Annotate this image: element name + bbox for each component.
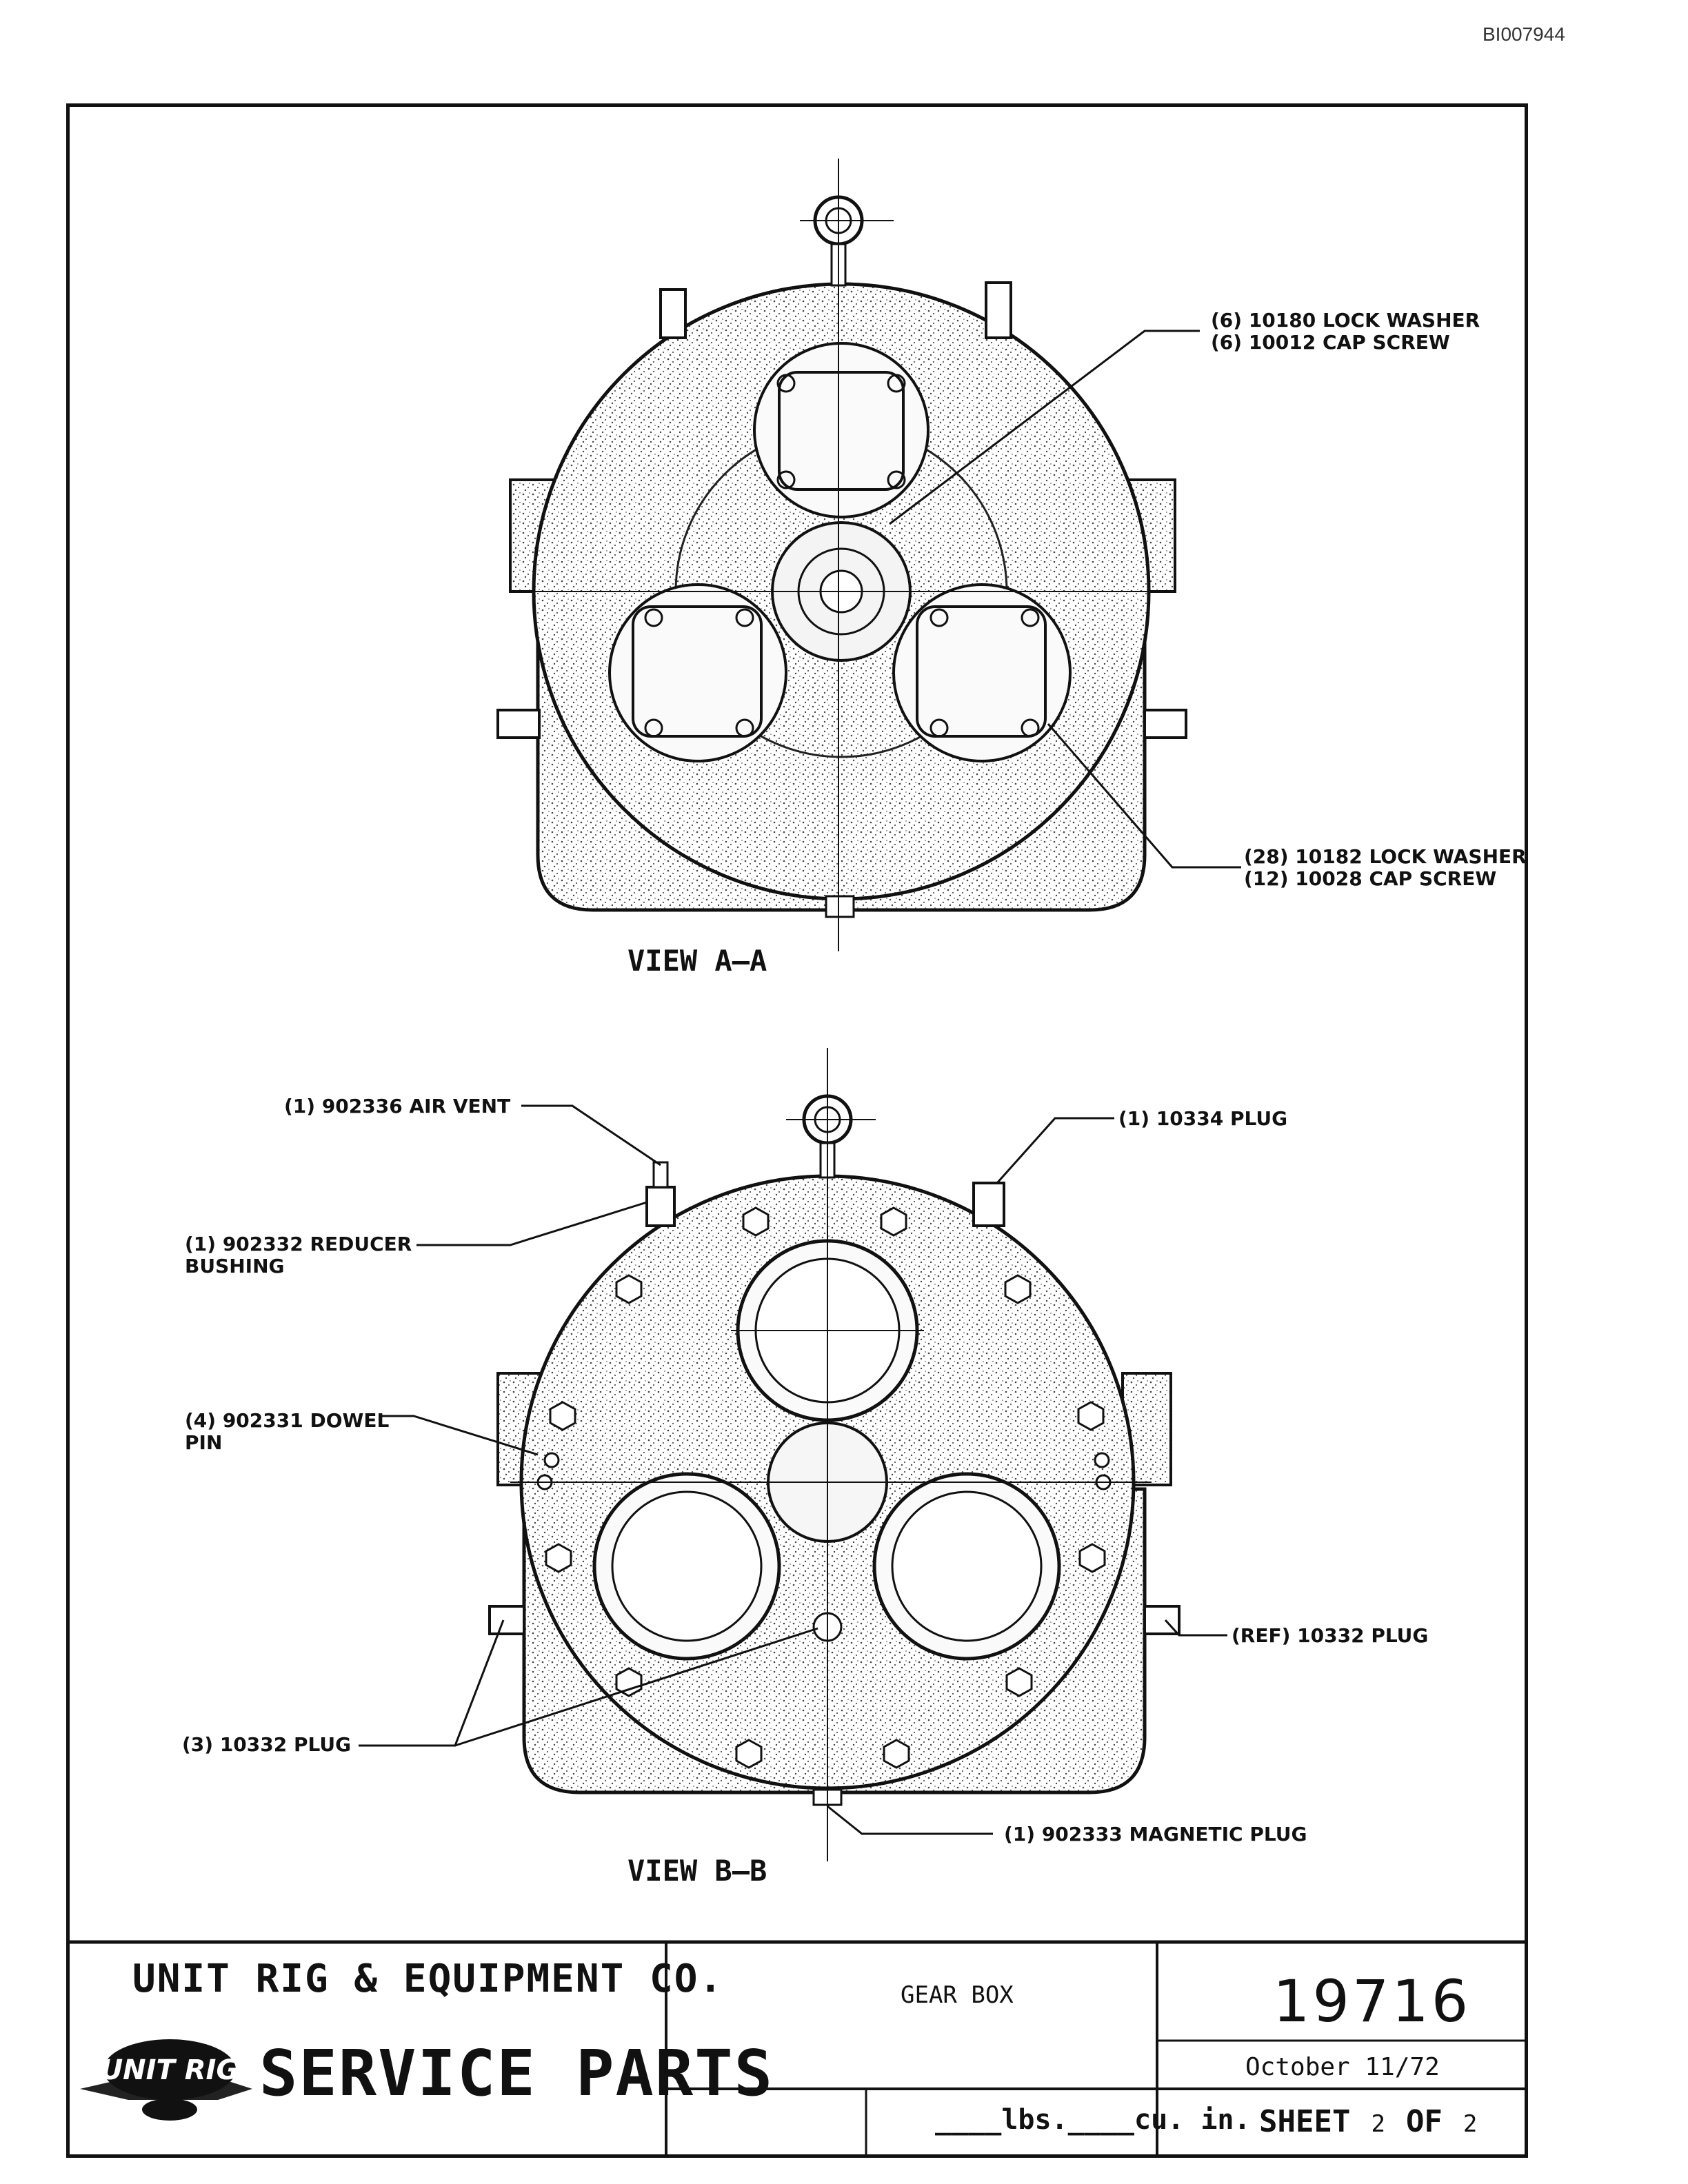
callout-air-vent: (1) 902336 AIR VENT bbox=[284, 1095, 510, 1118]
callout-lock-washer-10180-line1: (6) 10180 LOCK WASHER bbox=[1211, 309, 1480, 332]
sheet-label: SHEET bbox=[1259, 2104, 1351, 2139]
callout-ref-plug: (REF) 10332 PLUG bbox=[1232, 1624, 1428, 1647]
view-b-title: VIEW B–B bbox=[627, 1854, 767, 1888]
callout-reducer-bushing-line2: BUSHING bbox=[185, 1255, 285, 1277]
weight-field: ____lbs.____cu. in. bbox=[935, 2104, 1251, 2136]
callout-lock-washer-10182-line1: (28) 10182 LOCK WASHER bbox=[1244, 845, 1527, 868]
callout-dowel-pin-line1: (4) 902331 DOWEL bbox=[185, 1409, 390, 1432]
unit-rig-logo: UNIT RIG bbox=[80, 2039, 252, 2121]
title-block: UNIT RIG & EQUIPMENT CO. UNIT RIG SERVIC… bbox=[66, 1940, 1528, 2158]
sheet-number: 2 bbox=[1371, 2110, 1385, 2138]
sheet-total: 2 bbox=[1463, 2110, 1478, 2138]
callout-cap-screw-10012: (6) 10012 CAP SCREW bbox=[1211, 331, 1450, 354]
view-a-title: VIEW A–A bbox=[627, 944, 767, 978]
callout-cap-screw-10028: (12) 10028 CAP SCREW bbox=[1244, 867, 1496, 890]
document-id: BI007944 bbox=[1483, 23, 1565, 45]
drawing-frame bbox=[66, 103, 1528, 2158]
callout-dowel-pin-line2: PIN bbox=[185, 1431, 222, 1454]
logo-text: UNIT RIG bbox=[101, 2054, 239, 2086]
company-name: UNIT RIG & EQUIPMENT CO. bbox=[132, 1957, 724, 2001]
view-a-assembly bbox=[496, 159, 1241, 951]
service-parts-label: SERVICE PARTS bbox=[259, 2036, 774, 2110]
view-b-assembly bbox=[359, 1048, 1227, 1861]
of-label: OF bbox=[1405, 2104, 1443, 2139]
issue-date: October 11/72 bbox=[1245, 2053, 1440, 2081]
callout-plug-10334: (1) 10334 PLUG bbox=[1118, 1107, 1287, 1130]
sheet-indicator: SHEET 2 OF 2 bbox=[1259, 2104, 1498, 2139]
callout-magnetic-plug: (1) 902333 MAGNETIC PLUG bbox=[1004, 1823, 1307, 1846]
title-block-grid bbox=[66, 1940, 1528, 2158]
part-name: GEAR BOX bbox=[901, 1981, 1014, 2009]
callout-reducer-bushing-line1: (1) 902332 REDUCER bbox=[185, 1233, 412, 1255]
part-number: 19716 bbox=[1273, 1968, 1471, 2035]
callout-plug-10332: (3) 10332 PLUG bbox=[182, 1733, 351, 1756]
